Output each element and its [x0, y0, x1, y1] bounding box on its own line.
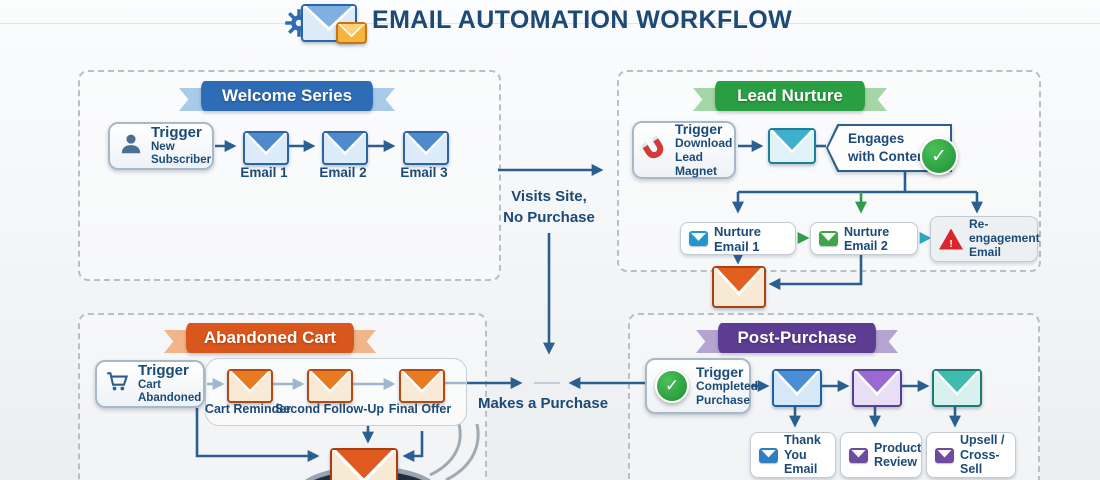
cart-trigger-box: Trigger Cart Abandoned — [95, 360, 205, 408]
header-small-mail-icon — [336, 22, 367, 44]
upsell-line1: Upsell / — [960, 433, 1005, 448]
page-title: EMAIL AUTOMATION WORKFLOW — [372, 6, 793, 34]
post-trigger-sub1: Completed — [696, 378, 759, 393]
final-offer-label: Final Offer — [388, 402, 452, 416]
person-icon — [118, 131, 144, 162]
product-review-envelope-icon — [852, 369, 902, 407]
email2-envelope-icon — [322, 131, 368, 165]
cart-trigger-sub: Cart Abandoned — [138, 379, 202, 405]
post-trigger-title: Trigger — [696, 363, 744, 380]
second-followup-envelope-icon — [307, 369, 353, 403]
nurture-first-envelope-icon — [768, 128, 816, 164]
header-divider — [0, 23, 1100, 24]
nurture-email1-box: Nurture Email 1 — [680, 222, 796, 255]
reengagement-line2: Email — [969, 244, 1002, 259]
reengagement-box: Re-engagement Email — [930, 216, 1040, 262]
thank-you-box: Thank You Email — [750, 432, 836, 478]
nurture-email2-label: Nurture Email 2 — [844, 224, 890, 253]
visits-site-label: Visits Site, No Purchase — [494, 186, 604, 228]
nurture-ribbon: Lead Nurture — [693, 81, 887, 111]
product-review-box: Product Review — [840, 432, 922, 478]
cart-icon — [105, 369, 131, 400]
cart-trigger-title: Trigger — [138, 361, 189, 379]
magnet-icon — [636, 130, 674, 170]
thank-you-line1: Thank You — [784, 433, 821, 462]
upsell-envelope-icon — [932, 369, 982, 407]
product-review-line2: Review — [874, 455, 918, 469]
nurture-trigger-sub1: Download — [675, 136, 733, 150]
warning-icon — [939, 228, 963, 250]
nurture-trigger-title: Trigger — [675, 120, 723, 137]
blue-envelope-mini-icon — [759, 447, 778, 463]
decision-line2: with Content? — [848, 148, 938, 164]
product-review-line1: Product — [874, 440, 922, 455]
nurture-email1-label: Nurture Email 1 — [714, 223, 761, 254]
nurture-trigger-box: Trigger Download Lead Magnet — [632, 121, 736, 179]
email1-envelope-icon — [243, 131, 289, 165]
cart-send-envelope-icon — [330, 448, 398, 480]
welcome-trigger-title: Trigger — [151, 123, 202, 141]
email3-label: Email 3 — [400, 165, 448, 180]
reengagement-line1: Re-engagement — [969, 217, 1040, 246]
nurture-trigger-sub2: Lead Magnet — [675, 149, 717, 178]
welcome-banner: Welcome Series — [201, 81, 373, 111]
nurture-banner: Lead Nurture — [715, 81, 865, 111]
green-envelope-mini-icon — [819, 231, 838, 246]
post-ribbon: Post-Purchase — [696, 323, 898, 353]
nurture-send-envelope-icon — [712, 266, 766, 308]
welcome-ribbon: Welcome Series — [179, 81, 395, 111]
upsell-line2: Cross-Sell — [960, 447, 1000, 477]
cart-banner: Abandoned Cart — [186, 323, 354, 353]
post-trigger-sub2: Purchase — [696, 392, 751, 407]
purple-envelope-mini-icon — [935, 447, 954, 463]
email1-label: Email 1 — [240, 165, 288, 180]
check-icon: ✓ — [655, 369, 689, 403]
blue-envelope-mini-icon — [689, 231, 708, 246]
welcome-trigger-box: Trigger New Subscriber — [108, 122, 214, 170]
decision-check-icon: ✓ — [920, 137, 958, 175]
email2-label: Email 2 — [319, 165, 367, 180]
post-banner: Post-Purchase — [718, 323, 876, 353]
welcome-trigger-sub: New Subscriber — [151, 141, 212, 167]
visits-site-line2: No Purchase — [503, 209, 595, 226]
thank-you-envelope-icon — [772, 369, 822, 407]
makes-purchase-label: Makes a Purchase — [477, 395, 609, 412]
purple-envelope-mini-icon — [849, 447, 868, 463]
decision-line1: Engages — [848, 131, 905, 146]
upsell-box: Upsell / Cross-Sell — [926, 432, 1016, 478]
nurture-email2-box: Nurture Email 2 — [810, 222, 918, 255]
thank-you-line2: Email — [784, 462, 818, 477]
second-followup-label: Second Follow-Up — [275, 402, 385, 416]
visits-site-line1: Visits Site, — [511, 188, 587, 205]
email3-envelope-icon — [403, 131, 449, 165]
post-trigger-box: ✓ Trigger Completed Purchase — [645, 358, 758, 414]
final-offer-envelope-icon — [399, 369, 445, 403]
cart-ribbon: Abandoned Cart — [164, 323, 376, 353]
cart-reminder-envelope-icon — [227, 369, 273, 403]
